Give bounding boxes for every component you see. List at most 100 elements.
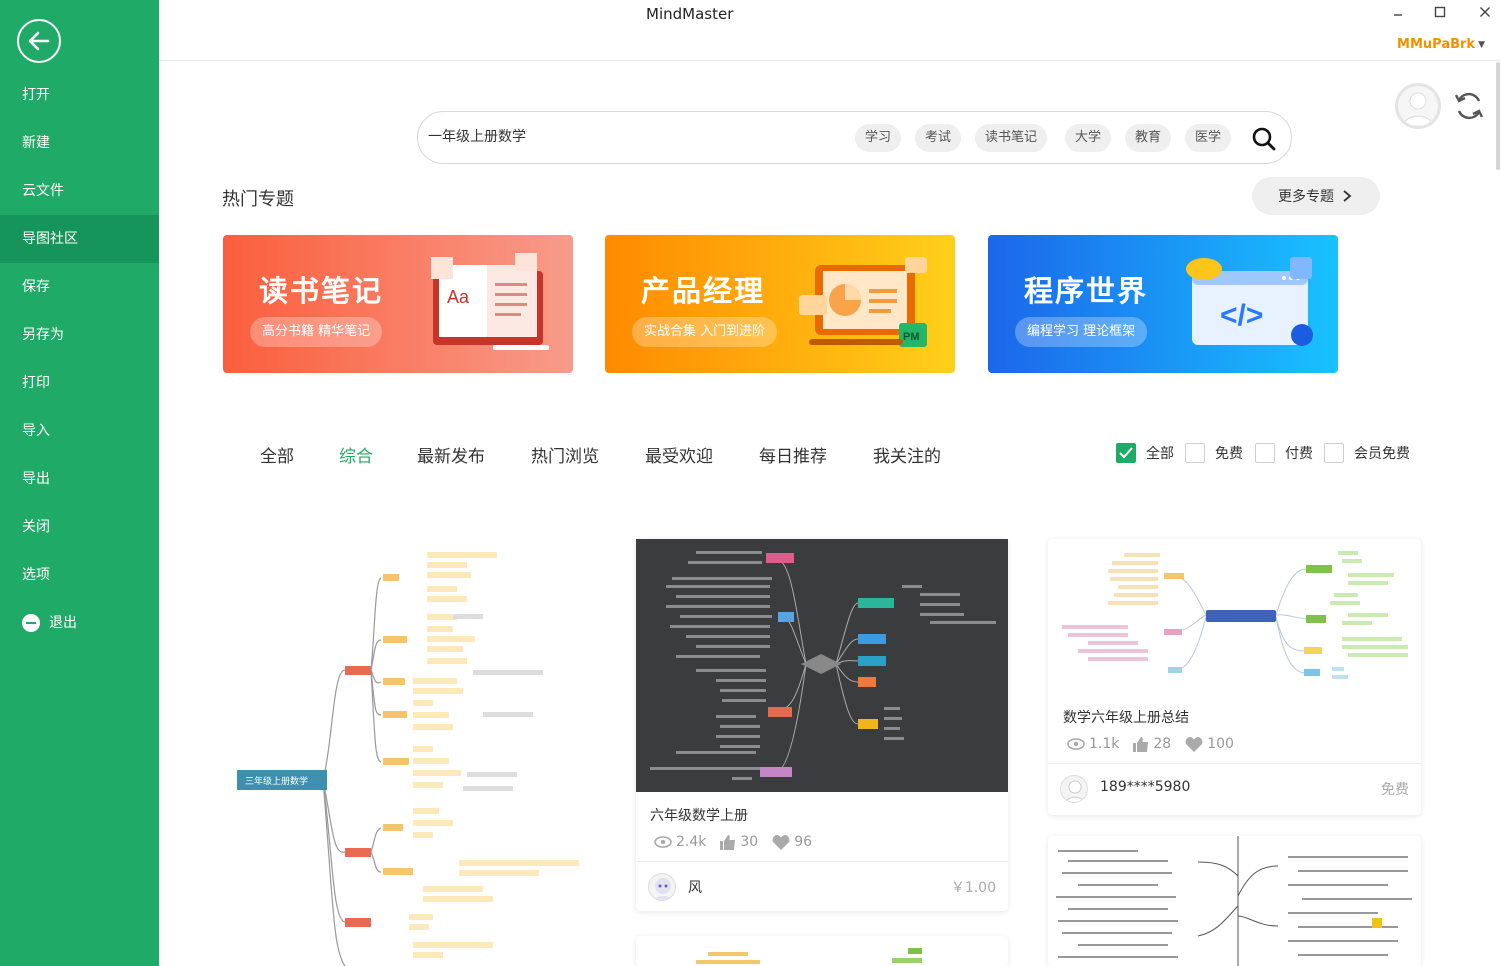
search-bar: 学习 考试 读书笔记 大学 教育 医学 (417, 111, 1292, 164)
likes-stat[interactable]: 30 (720, 834, 758, 850)
mindmap-thumbnail (696, 948, 922, 964)
tag-study[interactable]: 学习 (855, 124, 902, 152)
card-footer: 风 ￥1.00 (636, 861, 1008, 909)
card-stats: 1.1k 28 100 (1067, 736, 1248, 752)
checkbox-label: 免费 (1215, 446, 1243, 462)
filter-vip-free-checkbox[interactable]: 会员免费 (1324, 443, 1410, 463)
sidebar-item-save-as[interactable]: 另存为 (22, 327, 64, 343)
svg-text:</>: </> (1220, 299, 1263, 332)
svg-text:PM: PM (903, 331, 920, 343)
banner-subtitle: 高分书籍 精华笔记 (250, 317, 383, 347)
price-label: 免费 (1381, 782, 1409, 798)
username: MMuPaBrk (1397, 37, 1476, 52)
code-icon: </> (1186, 257, 1313, 346)
hot-topics-title: 热门专题 (222, 189, 294, 210)
card-footer: 189****5980 免费 (1048, 763, 1421, 811)
sidebar-item-cloud-files[interactable]: 云文件 (22, 183, 64, 199)
presentation-icon: PM (799, 257, 927, 347)
tag-university[interactable]: 大学 (1065, 124, 1112, 152)
refresh-icon[interactable] (1452, 89, 1486, 123)
maximize-icon[interactable] (1429, 2, 1451, 22)
tag-exam[interactable]: 考试 (915, 124, 962, 152)
app-title: MindMaster (646, 5, 734, 23)
sidebar-item-community[interactable]: 导图社区 (0, 215, 159, 263)
tag-reading-notes[interactable]: 读书笔记 (975, 124, 1048, 152)
views-count: 2.4k (676, 834, 707, 850)
heart-icon (772, 834, 790, 850)
tab-latest[interactable]: 最新发布 (417, 447, 485, 467)
tab-all[interactable]: 全部 (260, 447, 294, 467)
banner-title: 产品经理 (641, 274, 766, 308)
mindmap-card[interactable]: 数学六年级上册总结 1.1k 28 100 189****5980 免费 (1048, 539, 1421, 815)
minus-circle-icon (22, 614, 40, 632)
sidebar-item-options[interactable]: 选项 (22, 567, 50, 583)
author-avatar[interactable] (1060, 775, 1088, 803)
svg-text:Aa: Aa (447, 287, 470, 307)
exit-label: 退出 (49, 615, 77, 631)
sidebar-item-close[interactable]: 关闭 (22, 519, 50, 535)
minimize-icon[interactable] (1387, 2, 1409, 22)
mindmap-card[interactable]: 六年级数学上册 2.4k 30 96 风 ￥1.00 (636, 539, 1008, 911)
favorites-count: 100 (1207, 736, 1234, 752)
close-icon[interactable] (1474, 2, 1496, 22)
thumb-up-icon (1133, 736, 1149, 752)
views-stat: 2.4k (654, 834, 706, 850)
mindmap-thumbnail: 三年级上册数学 (237, 552, 579, 966)
tab-comprehensive[interactable]: 综合 (339, 447, 373, 467)
favorites-count: 96 (794, 834, 813, 850)
search-icon[interactable] (1251, 126, 1277, 152)
banner-product-manager[interactable]: 产品经理 实战合集 入门到进阶 PM (605, 235, 955, 373)
favorites-stat[interactable]: 96 (772, 834, 812, 850)
more-topics-button[interactable]: 更多专题 (1252, 177, 1380, 215)
price-label: ￥1.00 (950, 880, 996, 896)
author-name[interactable]: 风 (688, 880, 702, 896)
checkbox-label: 付费 (1285, 446, 1313, 462)
eye-icon (1067, 738, 1085, 750)
tag-education[interactable]: 教育 (1125, 124, 1172, 152)
thumb-up-icon (720, 834, 736, 850)
sidebar-item-new[interactable]: 新建 (22, 135, 50, 151)
tag-medicine[interactable]: 医学 (1185, 124, 1232, 152)
vertical-scrollbar[interactable] (1496, 62, 1500, 170)
sidebar-item-print[interactable]: 打印 (22, 375, 50, 391)
sidebar: 打开 新建 云文件 导图社区 保存 另存为 打印 导入 导出 关闭 选项 退出 (0, 0, 159, 966)
tab-daily-picks[interactable]: 每日推荐 (759, 447, 827, 467)
banner-programming-world[interactable]: 程序世界 编程学习 理论框架 </> (988, 235, 1338, 373)
book-icon: Aa (431, 253, 549, 350)
checkbox-label: 全部 (1146, 446, 1174, 462)
filter-all-checkbox[interactable]: 全部 (1116, 443, 1174, 463)
likes-stat[interactable]: 28 (1133, 736, 1171, 752)
banner-subtitle: 实战合集 入门到进阶 (632, 317, 778, 347)
checkmark-icon (1116, 443, 1136, 463)
sidebar-item-import[interactable]: 导入 (22, 423, 50, 439)
sidebar-item-open[interactable]: 打开 (22, 87, 50, 103)
card-title[interactable]: 六年级数学上册 (650, 808, 748, 824)
user-avatar[interactable] (1395, 83, 1441, 129)
likes-count: 30 (740, 834, 759, 850)
mindmap-card[interactable] (636, 936, 1008, 966)
sidebar-item-save[interactable]: 保存 (22, 279, 50, 295)
card-stats: 2.4k 30 96 (654, 834, 826, 850)
filter-paid-checkbox[interactable]: 付费 (1255, 443, 1313, 463)
checkbox-box (1255, 443, 1275, 463)
author-name[interactable]: 189****5980 (1100, 779, 1191, 795)
author-avatar[interactable] (648, 873, 676, 901)
back-arrow-icon[interactable] (17, 19, 61, 63)
sidebar-item-export[interactable]: 导出 (22, 471, 50, 487)
tab-popular-views[interactable]: 热门浏览 (531, 447, 599, 467)
card-title[interactable]: 数学六年级上册总结 (1063, 710, 1189, 726)
sidebar-item-exit[interactable]: 退出 (0, 599, 159, 647)
title-bar: MindMaster MMuPaBrk ▼ (159, 0, 1501, 61)
mindmap-card[interactable]: 三年级上册数学 (223, 540, 595, 966)
checkbox-box (1185, 443, 1205, 463)
mindmap-card[interactable] (1048, 836, 1421, 966)
tab-most-liked[interactable]: 最受欢迎 (645, 447, 713, 467)
checkbox-box (1324, 443, 1344, 463)
filter-free-checkbox[interactable]: 免费 (1185, 443, 1243, 463)
tab-following[interactable]: 我关注的 (873, 447, 941, 467)
favorites-stat[interactable]: 100 (1185, 736, 1234, 752)
banner-reading-notes[interactable]: 读书笔记 高分书籍 精华笔记 Aa (223, 235, 573, 373)
caret-down-icon: ▼ (1478, 39, 1485, 50)
search-input[interactable] (428, 128, 848, 144)
user-menu[interactable]: MMuPaBrk ▼ (1397, 37, 1485, 52)
